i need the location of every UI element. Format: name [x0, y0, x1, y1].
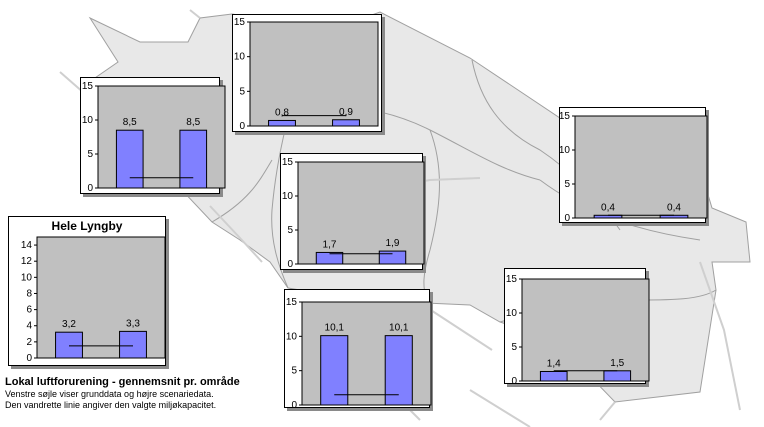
y-tick-label: 10	[506, 308, 518, 319]
y-tick-label: 5	[291, 366, 297, 377]
data-label: 3,3	[126, 318, 140, 329]
y-tick-label: 14	[21, 240, 33, 251]
y-tick-label: 5	[564, 179, 570, 190]
bar	[539, 370, 568, 382]
y-tick-label: 2	[26, 337, 32, 348]
legend-caption: Lokal luftforurening - gennemsnit pr. om…	[5, 376, 240, 411]
chart-box-area-bottom-center: 0 5 10 15 10,1 10,1	[284, 289, 432, 411]
data-label: 3,2	[62, 319, 76, 330]
chart-title: Hele Lyngby	[51, 219, 123, 233]
chart-svg: 0 5 10 15 1,7 1,9	[282, 157, 425, 270]
y-tick-label: 15	[559, 111, 571, 122]
y-tick-label: 10	[82, 115, 94, 126]
data-label: 1,4	[547, 358, 561, 369]
y-tick-label: 10	[21, 272, 33, 283]
data-label: 0,4	[601, 202, 615, 213]
bar	[119, 330, 147, 359]
y-tick-label: 5	[87, 149, 93, 160]
y-tick-label: 15	[506, 274, 518, 285]
y-tick-label: 0	[564, 213, 570, 224]
y-tick-label: 0	[511, 376, 517, 387]
chart-box-area-left: 0 5 10 15 8,5 8,5	[80, 77, 226, 194]
y-tick-label: 0	[87, 183, 93, 194]
chart-box-area-top-center: 0 5 10 15 0,8 0,9	[232, 14, 382, 132]
bar	[320, 335, 349, 406]
chart-box-area-center: 0 5 10 15 1,7 1,9	[280, 153, 425, 270]
caption-line-2: Den vandrette linie angiver den valgte m…	[5, 400, 217, 410]
y-tick-label: 8	[26, 288, 32, 299]
y-tick-label: 0	[239, 121, 245, 132]
plot-area	[521, 278, 650, 382]
bar	[332, 119, 360, 127]
y-tick-label: 10	[286, 331, 298, 342]
y-tick-label: 4	[26, 321, 32, 332]
y-tick-label: 12	[21, 256, 33, 267]
data-label: 8,5	[123, 117, 137, 128]
y-tick-label: 10	[234, 52, 246, 63]
caption-line-1: Venstre søjle viser grunddata og højre s…	[5, 389, 214, 399]
bar	[603, 370, 632, 382]
caption-title: Lokal luftforurening - gennemsnit pr. om…	[5, 376, 240, 388]
y-tick-label: 5	[287, 225, 293, 236]
data-label: 10,1	[389, 323, 409, 334]
data-label: 0,4	[667, 202, 681, 213]
bar	[115, 129, 144, 189]
plot-area	[574, 115, 708, 219]
y-tick-label: 5	[239, 86, 245, 97]
y-tick-label: 15	[82, 81, 94, 92]
data-label: 1,5	[610, 358, 624, 369]
y-tick-label: 10	[282, 191, 294, 202]
y-tick-label: 5	[511, 342, 517, 353]
y-tick-label: 10	[559, 145, 571, 156]
data-label: 0,9	[339, 107, 353, 118]
bar	[179, 129, 208, 189]
chart-box-area-bottom-right: 0 5 10 15 1,4 1,5	[504, 268, 650, 387]
data-label: 10,1	[325, 323, 345, 334]
bar	[384, 335, 413, 406]
data-label: 0,8	[275, 107, 289, 118]
bar	[315, 251, 344, 265]
chart-svg: 0 5 10 15 8,5 8,5	[82, 81, 226, 194]
data-label: 1,9	[386, 238, 400, 249]
chart-svg: 0 5 10 15 1,4 1,5	[506, 274, 650, 387]
plot-area	[249, 21, 379, 127]
y-tick-label: 15	[234, 17, 246, 28]
y-tick-label: 0	[26, 353, 32, 364]
chart-box-hele-lyngby: Hele Lyngby 0 2 4 6 8 10 12 14 3,2 3,3	[8, 216, 166, 366]
chart-svg: 0 5 10 15 0,8 0,9	[234, 17, 379, 132]
plot-area	[297, 161, 425, 265]
data-label: 8,5	[186, 117, 200, 128]
y-tick-label: 0	[291, 400, 297, 411]
y-tick-label: 15	[282, 157, 294, 168]
bar	[55, 331, 83, 359]
y-tick-label: 15	[286, 297, 298, 308]
data-label: 1,7	[323, 239, 337, 250]
chart-svg: 0 5 10 15 10,1 10,1	[286, 297, 432, 411]
chart-box-area-right: 0 5 10 15 0,4 0,4	[559, 107, 708, 224]
bar	[378, 250, 407, 265]
y-tick-label: 6	[26, 305, 32, 316]
bar	[268, 119, 296, 127]
y-tick-label: 0	[287, 259, 293, 270]
chart-svg: 0 5 10 15 0,4 0,4	[559, 111, 708, 224]
chart-svg: 0 2 4 6 8 10 12 14 3,2 3,3	[21, 236, 166, 364]
